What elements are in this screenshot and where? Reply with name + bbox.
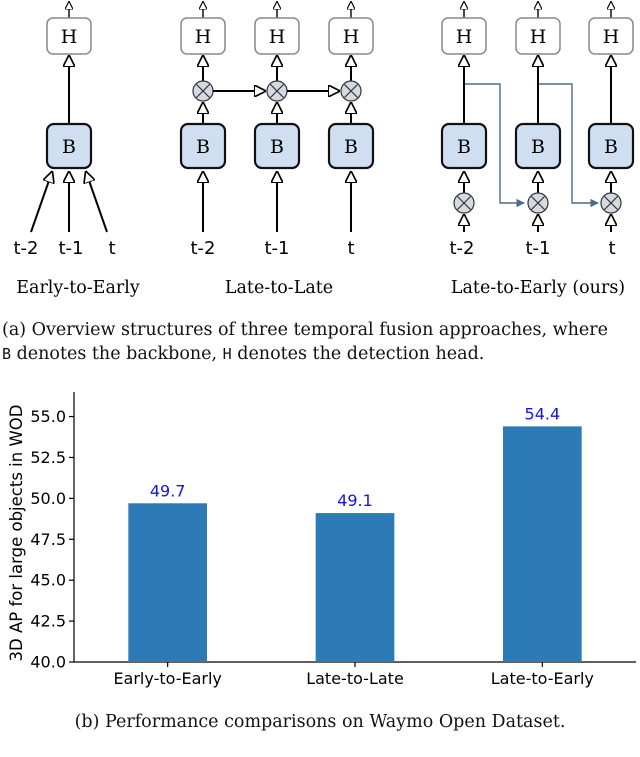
frame-label: t-2 bbox=[13, 238, 38, 259]
frame-label: t-2 bbox=[190, 238, 215, 259]
bar bbox=[502, 426, 582, 662]
svg-text:H: H bbox=[456, 26, 473, 48]
y-tick-label: 47.5 bbox=[30, 530, 66, 549]
bar-value-label: 49.7 bbox=[150, 481, 186, 500]
caption-a-continued: B denotes the backbone, H denotes the de… bbox=[2, 344, 485, 364]
approach-label: Early-to-Early bbox=[16, 278, 140, 298]
head-block bbox=[254, 17, 300, 55]
frame-label: t-1 bbox=[264, 238, 289, 259]
svg-text:H: H bbox=[530, 26, 547, 48]
svg-text:H: H bbox=[195, 26, 212, 48]
frame-label: t-1 bbox=[58, 238, 83, 259]
fusion-diagram: H B t-2 t-1 t Early-to-Early H B t-2 H bbox=[13, 0, 635, 298]
backbone-block bbox=[327, 122, 375, 170]
svg-text:H: H bbox=[269, 26, 286, 48]
fusion-operator bbox=[527, 192, 549, 214]
ap-bar-chart: 40.0 42.5 45.0 47.5 50.0 52.5 55.0Early-to-Ear… bbox=[7, 392, 636, 688]
approach-early-to-early: H B t-2 t-1 t Early-to-Early bbox=[13, 2, 140, 298]
fusion-operator bbox=[600, 192, 622, 214]
bar-value-label: 49.1 bbox=[337, 491, 373, 510]
svg-text:H: H bbox=[603, 26, 620, 48]
head-block: H bbox=[46, 17, 92, 55]
svg-text:H: H bbox=[343, 26, 360, 48]
approach-late-to-late: H B t-2 H B t-1 H B t Late-to-Late bbox=[179, 2, 375, 298]
backbone-block bbox=[514, 122, 562, 170]
y-tick-label: 45.0 bbox=[30, 571, 66, 590]
fusion-operator bbox=[266, 80, 288, 102]
y-tick-label: 50.0 bbox=[30, 489, 66, 508]
svg-text:B: B bbox=[270, 136, 284, 158]
head-block bbox=[180, 17, 226, 55]
approach-label: Late-to-Late bbox=[225, 278, 333, 298]
y-axis-label: 3D AP for large objects in WOD bbox=[7, 405, 26, 662]
y-tick-label: 40.0 bbox=[30, 653, 66, 672]
chart-bars bbox=[128, 426, 582, 662]
bar bbox=[128, 503, 208, 662]
backbone-block: B bbox=[45, 122, 93, 170]
frame-label: t bbox=[108, 238, 115, 259]
svg-text:B: B bbox=[196, 136, 210, 158]
approach-label: Late-to-Early (ours) bbox=[451, 278, 625, 298]
head-block bbox=[515, 17, 561, 55]
fusion-operator bbox=[340, 80, 362, 102]
head-block bbox=[441, 17, 487, 55]
svg-text:B: B bbox=[62, 136, 76, 158]
head-block bbox=[588, 17, 634, 55]
x-tick-label: Late-to-Early bbox=[491, 669, 594, 688]
frame-label: t bbox=[608, 238, 615, 259]
backbone-block bbox=[587, 122, 635, 170]
svg-text:H: H bbox=[61, 26, 78, 48]
backbone-block bbox=[179, 122, 227, 170]
backbone-block bbox=[253, 122, 301, 170]
x-tick-label: Late-to-Late bbox=[306, 669, 404, 688]
y-tick-label: 52.5 bbox=[30, 448, 66, 467]
bar-value-label: 54.4 bbox=[525, 404, 561, 423]
chart-labels: 49.7 49.1 54.4 bbox=[150, 404, 560, 510]
svg-text:B: B bbox=[457, 136, 471, 158]
fusion-operator bbox=[453, 192, 475, 214]
svg-text:B: B bbox=[344, 136, 358, 158]
caption-b: (b) Performance comparisons on Waymo Ope… bbox=[74, 712, 566, 732]
frame-label: t-1 bbox=[525, 238, 550, 259]
svg-text:B: B bbox=[531, 136, 545, 158]
y-tick-label: 42.5 bbox=[30, 612, 66, 631]
fusion-operator bbox=[192, 80, 214, 102]
head-block bbox=[328, 17, 374, 55]
svg-text:B: B bbox=[604, 136, 618, 158]
frame-label: t bbox=[347, 238, 354, 259]
bar bbox=[315, 513, 395, 662]
approach-late-to-early: H B t-2 H B t-1 H B t Late-to-Early (our… bbox=[440, 2, 635, 298]
caption-a: (a) Overview structures of three tempora… bbox=[2, 320, 608, 340]
x-tick-label: Early-to-Early bbox=[113, 669, 221, 688]
y-tick-label: 55.0 bbox=[30, 407, 66, 426]
frame-label: t-2 bbox=[449, 238, 474, 259]
backbone-block bbox=[440, 122, 488, 170]
